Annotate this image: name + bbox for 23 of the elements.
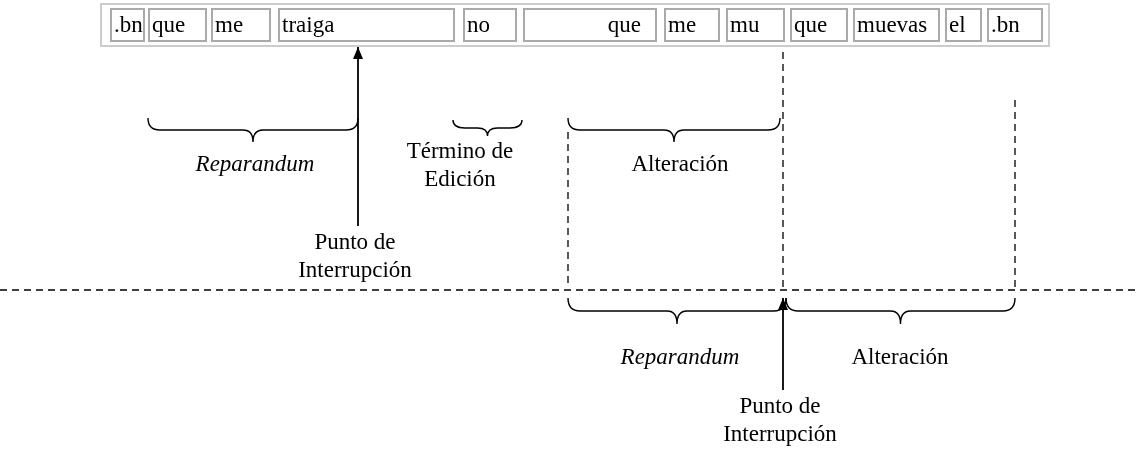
table-cell: no	[463, 8, 517, 42]
table-cell: el	[945, 8, 982, 42]
table-cell: .bn	[110, 8, 145, 42]
table-cell: traiga	[278, 8, 455, 42]
table-cell: .bn	[987, 8, 1043, 42]
table-cell: mu	[726, 8, 785, 42]
table-cell: que	[790, 8, 848, 42]
table-cell: que	[523, 8, 657, 42]
table-cell: me	[211, 8, 271, 42]
table-cell: que	[148, 8, 207, 42]
arrow	[778, 297, 788, 391]
curly-brace	[567, 297, 787, 325]
word-table	[100, 3, 1050, 47]
annotation-label: Punto de Interrupción	[270, 228, 440, 284]
annotation-label: Reparandum	[195, 150, 315, 178]
annotation-label: Reparandum	[620, 343, 740, 371]
arrow	[353, 46, 363, 227]
table-cell: muevas	[853, 8, 940, 42]
annotation-label: Alteración	[851, 343, 949, 371]
annotation-label: Término de Edición	[405, 137, 515, 193]
table-cell: me	[664, 8, 720, 42]
annotation-label: Alteración	[631, 150, 729, 178]
annotation-label: Punto de Interrupción	[695, 392, 865, 448]
